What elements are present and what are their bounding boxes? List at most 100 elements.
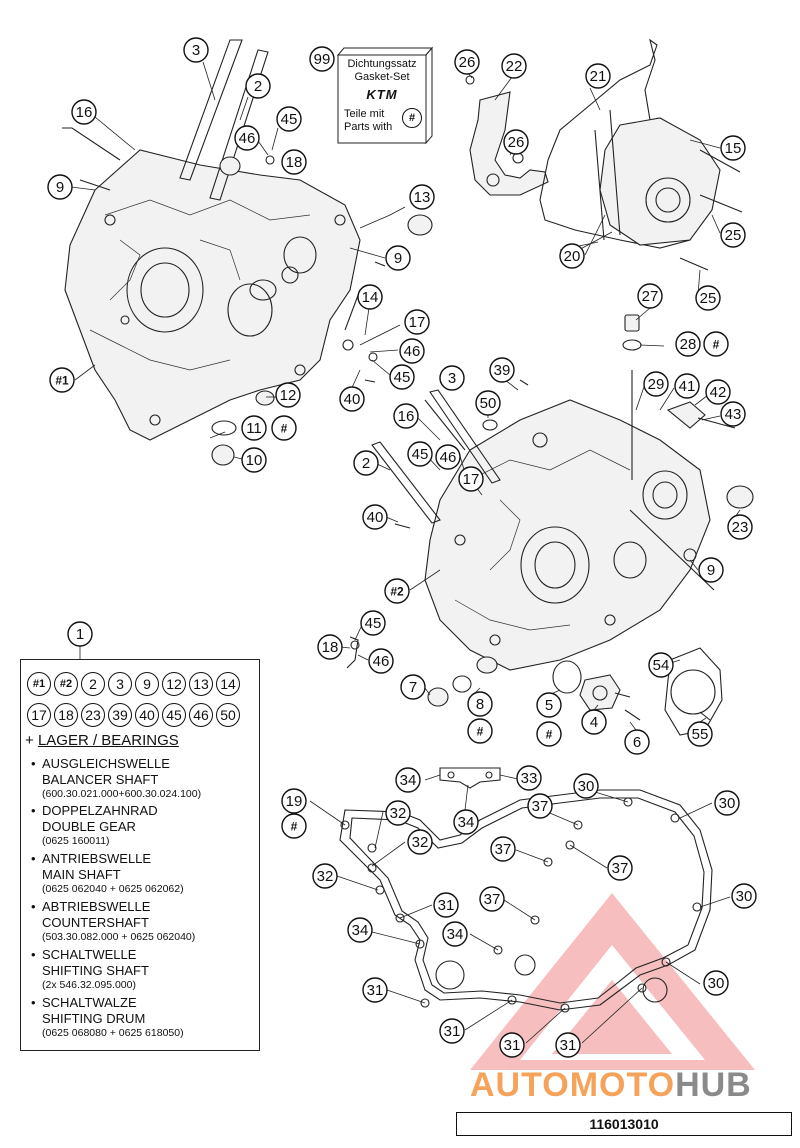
callout-label: 10 xyxy=(246,452,263,469)
part-callout-40: 40 xyxy=(339,386,365,412)
callout-label: 29 xyxy=(648,376,665,393)
callout-label: 54 xyxy=(653,657,670,674)
legend-ref: 18 xyxy=(54,703,78,727)
callout-circle xyxy=(435,444,461,470)
callout-label: 28 xyxy=(680,336,697,353)
callout-circle xyxy=(499,1032,525,1058)
callout-label: 42 xyxy=(710,384,727,401)
callout-circle xyxy=(385,800,411,826)
callout-circle xyxy=(720,135,746,161)
part-callout-27: 27 xyxy=(637,283,663,309)
callout-label: 9 xyxy=(707,562,715,579)
callout-circle xyxy=(407,441,433,467)
callout-circle xyxy=(407,829,433,855)
part-callout-37: 37 xyxy=(607,855,633,881)
bearing-part-numbers: (2x 546.32.095.000) xyxy=(42,979,136,991)
bearings-legend: #1 #2 2 3 9 12 13 14 17 18 23 39 40 45 4… xyxy=(20,659,260,1051)
callout-circle xyxy=(241,415,267,441)
gasket-set-label-de: Dichtungssatz xyxy=(347,58,417,70)
watermark-part-b: HUB xyxy=(675,1066,752,1104)
part-callout-hash-: # xyxy=(536,721,562,747)
part-callout-46: 46 xyxy=(435,444,461,470)
callout-circle xyxy=(467,691,493,717)
watermark-part-a: AUTOMOTO xyxy=(470,1066,676,1104)
part-callout-34: 34 xyxy=(442,921,468,947)
bearing-item: • ANTRIEBSWELLE MAIN SHAFT (0625 062040 … xyxy=(31,851,184,895)
part-callout-15: 15 xyxy=(720,135,746,161)
callout-label: 46 xyxy=(239,130,256,147)
callout-circle xyxy=(637,283,663,309)
callout-label: 39 xyxy=(494,362,511,379)
legend-ref: 2 xyxy=(81,672,105,696)
callout-label: 40 xyxy=(367,509,384,526)
bearings-upper xyxy=(211,156,433,466)
legend-ref: 23 xyxy=(81,703,105,727)
callout-circle xyxy=(347,917,373,943)
callout-circle xyxy=(404,309,430,335)
bearing-item: • SCHALTWALZE SHIFTING DRUM (0625 068080… xyxy=(31,995,184,1039)
part-callout-9: 9 xyxy=(698,557,724,583)
part-callout-20: 20 xyxy=(559,243,585,269)
callout-label: 4 xyxy=(590,714,598,731)
gasket-set-label-en: Gasket-Set xyxy=(354,71,410,83)
gasket-set-box-outline xyxy=(336,46,434,145)
legend-ref: #2 xyxy=(54,672,78,696)
cover-gasket-21 xyxy=(539,38,743,271)
part-callout-46: 46 xyxy=(368,648,394,674)
part-callout-46: 46 xyxy=(234,125,260,151)
part-callout-28: 28 xyxy=(675,331,701,357)
callout-circle xyxy=(731,883,757,909)
callout-circle xyxy=(368,648,394,674)
part-callout-31: 31 xyxy=(499,1032,525,1058)
bearing-name-de: ANTRIEBSWELLE xyxy=(42,851,152,866)
callout-circle xyxy=(357,284,383,310)
legend-ref: 40 xyxy=(135,703,159,727)
callout-circle xyxy=(559,243,585,269)
callout-label: 31 xyxy=(504,1037,521,1054)
callout-label: 15 xyxy=(725,140,742,157)
legend-heading: + LAGER / BEARINGS xyxy=(25,732,179,749)
part-callout-1: 1 xyxy=(67,621,93,647)
part-callout-16: 16 xyxy=(393,403,419,429)
watermark-triangle-logo xyxy=(470,893,755,1070)
callout-circle xyxy=(360,610,386,636)
callout-label: 9 xyxy=(394,250,402,267)
callout-circle xyxy=(71,99,97,125)
callout-label: 7 xyxy=(409,679,417,696)
callout-label: 16 xyxy=(398,408,415,425)
part-callout-17: 17 xyxy=(404,309,430,335)
part-callout-99: 99 xyxy=(309,46,335,72)
part-callout-22: 22 xyxy=(501,53,527,79)
callout-circle xyxy=(281,788,307,814)
part-callout-6: 6 xyxy=(624,729,650,755)
part-callout-3: 3 xyxy=(183,37,209,63)
callout-label: 34 xyxy=(400,772,417,789)
callout-label: # xyxy=(281,422,288,436)
callout-label: 6 xyxy=(633,734,641,751)
part-callout-hash-2: #2 xyxy=(384,578,410,604)
bearing-name-en: SHIFTING DRUM xyxy=(42,1011,146,1026)
callout-circle xyxy=(271,415,297,441)
callout-label: # xyxy=(713,338,720,352)
bearing-item: • ABTRIEBSWELLE COUNTERSHAFT (503.30.082… xyxy=(31,899,196,943)
callout-circle xyxy=(433,892,459,918)
part-callout-32: 32 xyxy=(407,829,433,855)
callout-circle xyxy=(276,106,302,132)
callout-circle xyxy=(687,721,713,747)
part-callout-2: 2 xyxy=(353,450,379,476)
callout-label: 14 xyxy=(362,289,379,306)
callout-label: 50 xyxy=(480,395,497,412)
callout-label: 46 xyxy=(404,343,421,360)
part-callout-7: 7 xyxy=(400,674,426,700)
callout-label: 30 xyxy=(578,778,595,795)
callout-circle xyxy=(703,970,729,996)
bearing-part-numbers: (0625 068080 + 0625 618050) xyxy=(42,1027,184,1039)
part-callout-31: 31 xyxy=(439,1018,465,1044)
part-callout-34: 34 xyxy=(347,917,373,943)
callout-circle xyxy=(727,514,753,540)
legend-ref: 45 xyxy=(162,703,186,727)
callout-label: 31 xyxy=(560,1037,577,1054)
callout-circle xyxy=(479,886,505,912)
callout-circle xyxy=(385,245,411,271)
